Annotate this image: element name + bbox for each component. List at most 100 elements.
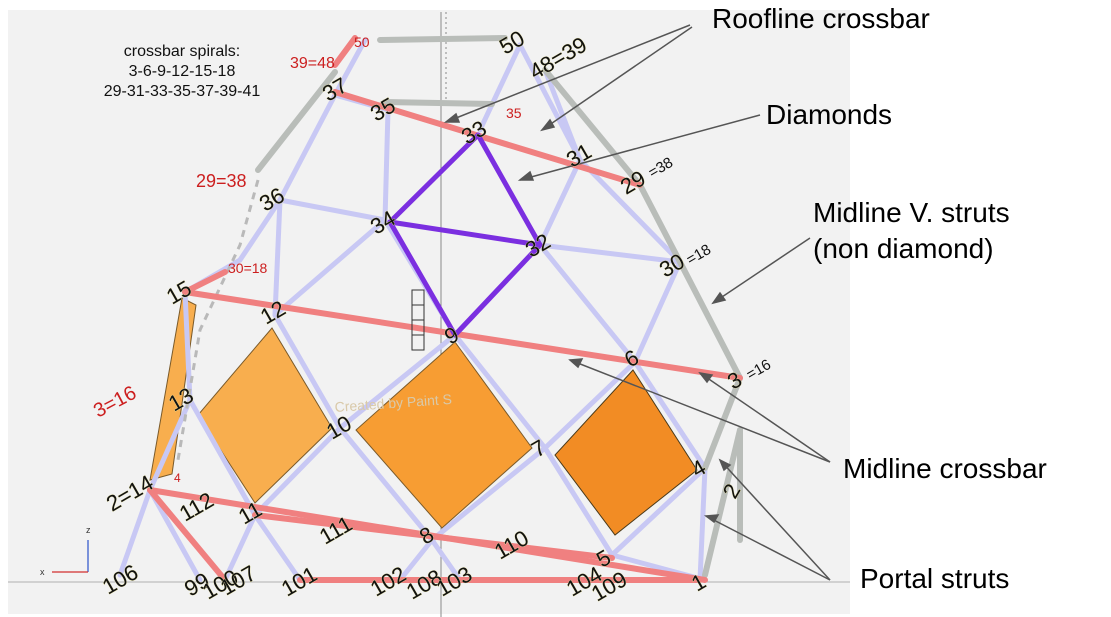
- strut: [577, 157, 683, 265]
- grey-strut: [255, 69, 338, 173]
- arrow-midline-cross-2: [699, 372, 831, 463]
- grey-strut: [677, 259, 743, 381]
- strut: [477, 42, 523, 133]
- arrow-midline-v: [712, 237, 811, 304]
- label-110: 110: [490, 525, 533, 564]
- strut: [537, 242, 683, 265]
- panel-side-strip: [149, 297, 197, 481]
- crossbar-group: [147, 35, 743, 583]
- callout-portal-struts: Portal struts: [860, 563, 1010, 594]
- label-35-red: 35: [506, 105, 522, 121]
- callout-diamonds: Diamonds: [766, 99, 893, 130]
- grey-strut-group: [255, 35, 743, 578]
- label-48: 48=39: [525, 32, 591, 85]
- panel-right-rhombus: [554, 369, 698, 536]
- dashed-strut: [176, 179, 260, 461]
- axis-z-label: z: [86, 525, 91, 535]
- strut: [272, 312, 343, 431]
- arrow-roofline-2: [541, 26, 693, 131]
- grey-strut: [542, 67, 643, 188]
- strut: [542, 359, 638, 451]
- arrow-group: [443, 24, 831, 581]
- callout-roofline-crossbar: Roofline crossbar: [712, 3, 930, 34]
- strut: [222, 512, 258, 583]
- strut: [332, 37, 368, 98]
- panel-center-rhombus: [355, 341, 533, 529]
- label-2-14: 2=14: [102, 470, 157, 516]
- arrowhead: [540, 118, 556, 132]
- arrow-portal-1: [719, 459, 831, 581]
- strut: [117, 487, 153, 578]
- strut: [397, 537, 435, 583]
- strut: [542, 445, 615, 558]
- label-29-38-left: 29=38: [196, 171, 247, 191]
- strut: [537, 157, 583, 248]
- label-30-18: =18: [684, 241, 715, 268]
- label-4-red: 4: [174, 471, 181, 485]
- label-35: 35: [366, 92, 400, 126]
- strut: [187, 397, 258, 518]
- label-3: 3: [723, 367, 746, 395]
- arrow-portal-2: [705, 515, 831, 581]
- strut: [272, 197, 283, 318]
- strut: [609, 465, 708, 558]
- strut: [237, 197, 283, 263]
- label-36: 36: [255, 182, 289, 216]
- crossbar: [332, 35, 358, 68]
- strut: [537, 242, 638, 365]
- strut: [277, 92, 338, 203]
- arrowhead: [517, 170, 535, 181]
- panel-left-rhombus: [197, 327, 333, 504]
- arrowhead: [568, 358, 584, 369]
- callout-midline-crossbar: Midline crossbar: [843, 453, 1047, 484]
- strut: [382, 107, 391, 223]
- diamond-edges: [387, 132, 543, 338]
- arrow-diamonds: [519, 114, 761, 181]
- strut: [252, 512, 303, 583]
- strut: [147, 487, 203, 583]
- arrowhead: [698, 371, 714, 384]
- strut: [337, 425, 435, 543]
- strut: [182, 289, 193, 403]
- strut: [429, 445, 548, 543]
- strut: [272, 217, 388, 318]
- legend-line-2: 29-31-33-35-37-39-41: [103, 83, 261, 100]
- strut: [429, 537, 463, 583]
- crossbar: [182, 289, 743, 381]
- arrowhead: [703, 514, 720, 524]
- label-103: 103: [432, 561, 476, 601]
- label-29-38: =38: [646, 154, 677, 181]
- crossbar: [252, 512, 615, 561]
- crossbar: [332, 89, 643, 188]
- arrow-roofline-1: [445, 24, 691, 123]
- legend-line-1: 3-6-9-12-15-18: [128, 63, 236, 80]
- arrow-midline-cross-1: [569, 359, 831, 463]
- crossbar-spirals-legend: crossbar spirals: 3-6-9-12-15-18 29-31-3…: [62, 42, 302, 102]
- arrowhead: [443, 112, 461, 123]
- grey-strut: [702, 375, 743, 471]
- label-12: 12: [256, 295, 290, 329]
- strut: [542, 67, 583, 163]
- diamond-edge: [387, 132, 481, 225]
- strut: [277, 197, 388, 223]
- diamond-edge: [387, 219, 458, 338]
- legend-title: crossbar spirals:: [123, 43, 241, 60]
- grey-strut: [377, 35, 508, 43]
- diamond-edge: [387, 219, 543, 248]
- grey-strut: [702, 427, 743, 578]
- diamond-edge: [475, 132, 543, 248]
- strut: [252, 425, 343, 518]
- callout-midline-v-line2: (non diamond): [813, 233, 994, 264]
- label-3-16: =16: [744, 356, 775, 383]
- label-50-red: 50: [354, 34, 370, 50]
- diamond-edge: [452, 242, 543, 338]
- axis-x-label: x: [40, 567, 45, 577]
- crossbar: [182, 269, 228, 295]
- label-101: 101: [277, 561, 321, 601]
- label-3-16-left: 3=16: [90, 382, 140, 423]
- arrowhead: [718, 458, 732, 472]
- crossbar: [147, 487, 228, 583]
- strut: [147, 397, 193, 493]
